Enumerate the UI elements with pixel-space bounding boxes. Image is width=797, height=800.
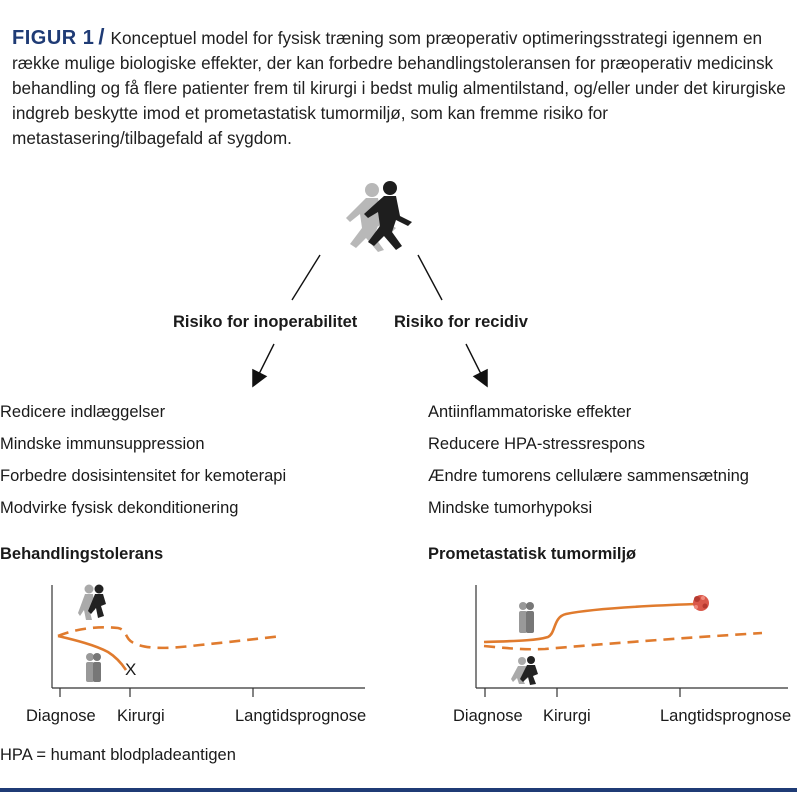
- right-runner-icon: [511, 656, 538, 685]
- right-effect-item: Antiinflammatoriske effekter: [428, 403, 632, 421]
- left-xtick-diagnose: Diagnose: [26, 707, 96, 725]
- right-chart: [475, 585, 788, 697]
- right-xtick-langtid: Langtidsprognose: [660, 707, 792, 725]
- left-standing-icon: [86, 653, 101, 682]
- right-chart-title: Prometastatisk tumormiljø: [428, 545, 637, 563]
- left-chart: [51, 584, 365, 697]
- right-control-curve: [483, 602, 696, 644]
- figure-caption: FIGUR 1/Konceptuel model for fysisk træn…: [12, 24, 794, 151]
- right-standing-icon: [519, 602, 534, 633]
- left-runner-icon: [78, 584, 106, 620]
- branch-label-recurrence: Risiko for recidiv: [394, 313, 528, 331]
- right-xtick-diagnose: Diagnose: [453, 707, 523, 725]
- right-effect-item: Ændre tumorens cellulære sammensætning: [428, 467, 749, 485]
- left-xtick-langtid: Langtidsprognose: [235, 707, 367, 725]
- left-arrow: [252, 343, 275, 388]
- right-arrow: [465, 343, 488, 388]
- right-effect-item: Reducere HPA-stressrespons: [428, 435, 646, 453]
- left-effect-item: Forbedre dosisintensitet for kemoterapi: [0, 467, 287, 485]
- footnote: HPA = humant blodpladeantigen: [0, 746, 236, 764]
- left-branch-line: [291, 254, 321, 301]
- left-effect-item: Modvirke fysisk dekonditionering: [0, 499, 239, 517]
- left-exercise-curve: [57, 625, 283, 650]
- figure-label: FIGUR 1: [12, 27, 95, 49]
- left-effect-item: Mindske immunsuppression: [0, 435, 205, 453]
- left-chart-end-marker: X: [125, 660, 137, 679]
- right-xtick-kirurgi: Kirurgi: [543, 707, 591, 725]
- right-effect-item: Mindske tumorhypoksi: [428, 499, 593, 517]
- left-effect-item: Redicere indlæggelser: [0, 403, 166, 421]
- left-xtick-kirurgi: Kirurgi: [117, 707, 165, 725]
- runners-icon: [346, 181, 412, 252]
- figure-slash: /: [98, 24, 105, 49]
- caption-text: Konceptuel model for fysisk træning som …: [12, 28, 786, 148]
- left-chart-title: Behandlingstolerans: [0, 545, 164, 563]
- bottom-rule: [0, 788, 797, 792]
- tumor-icon: [693, 595, 709, 611]
- right-branch-line: [417, 254, 443, 301]
- right-exercise-curve: [483, 631, 763, 651]
- branch-label-inoperability: Risiko for inoperabilitet: [173, 313, 358, 331]
- left-control-curve: [57, 634, 128, 671]
